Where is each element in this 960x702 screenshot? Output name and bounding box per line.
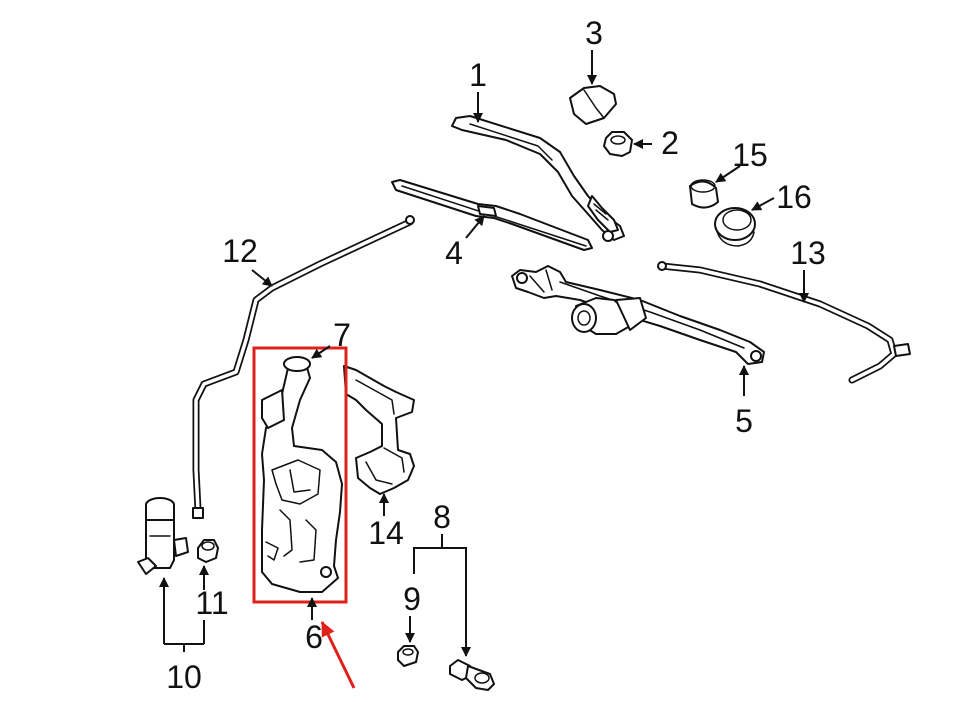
callout-9: 9 [403, 581, 421, 617]
leader-16 [751, 197, 775, 211]
washer-hose-right-part [657, 261, 911, 384]
callout-7: 7 [333, 317, 351, 353]
leader-7 [311, 345, 331, 359]
wiper-arm-part [451, 115, 625, 242]
leader-lines [159, 50, 809, 657]
pivot-seal-part [714, 207, 756, 247]
callout-10: 10 [166, 659, 202, 695]
callout-2: 2 [661, 125, 679, 161]
callout-labels: 1 2 3 4 5 6 7 8 9 10 11 12 13 14 15 16 [166, 15, 826, 695]
wiper-linkage-part [511, 265, 765, 365]
mounting-bolt-part [449, 659, 495, 691]
callout-1: 1 [469, 57, 487, 93]
callout-6: 6 [305, 619, 323, 655]
callout-4: 4 [445, 235, 463, 271]
bolt-washer-part [397, 645, 419, 667]
leader-8-bracket [413, 534, 443, 574]
pivot-cap-part [689, 179, 719, 209]
callout-13: 13 [790, 235, 826, 271]
leader-8-bolt [442, 547, 471, 657]
washer-reservoir-part [261, 356, 343, 593]
callout-12: 12 [222, 233, 258, 269]
nut-part [603, 131, 633, 157]
callout-11: 11 [195, 585, 228, 621]
highlight-pointer-arrow [320, 621, 356, 689]
callout-16: 16 [776, 179, 812, 215]
washer-hose-left-part [192, 215, 415, 519]
leader-15 [715, 165, 741, 183]
wiper-blade-part [391, 179, 593, 251]
leader-4 [465, 215, 485, 239]
reservoir-highlight-box [252, 346, 348, 604]
callout-8: 8 [433, 499, 451, 535]
callout-5: 5 [735, 403, 753, 439]
callout-14: 14 [368, 515, 404, 551]
reservoir-bracket-part [343, 365, 415, 495]
arm-cap-part [569, 85, 617, 125]
washer-pump-part [137, 497, 189, 575]
pump-grommet-part [197, 539, 219, 563]
callout-3: 3 [585, 15, 603, 51]
callout-15: 15 [732, 137, 768, 173]
leader-12 [251, 269, 273, 287]
